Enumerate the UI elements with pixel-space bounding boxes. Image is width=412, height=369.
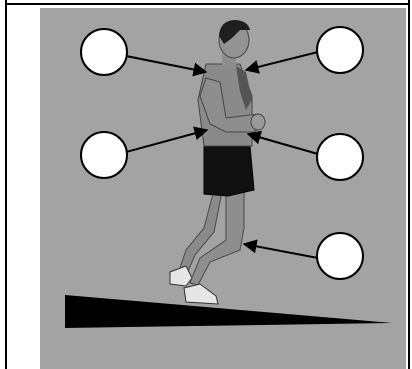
label-top-right <box>317 27 363 73</box>
label-lower-right <box>317 233 363 279</box>
label-mid-right <box>317 134 363 180</box>
label-mid-left <box>81 132 127 178</box>
label-top-left <box>81 29 127 75</box>
